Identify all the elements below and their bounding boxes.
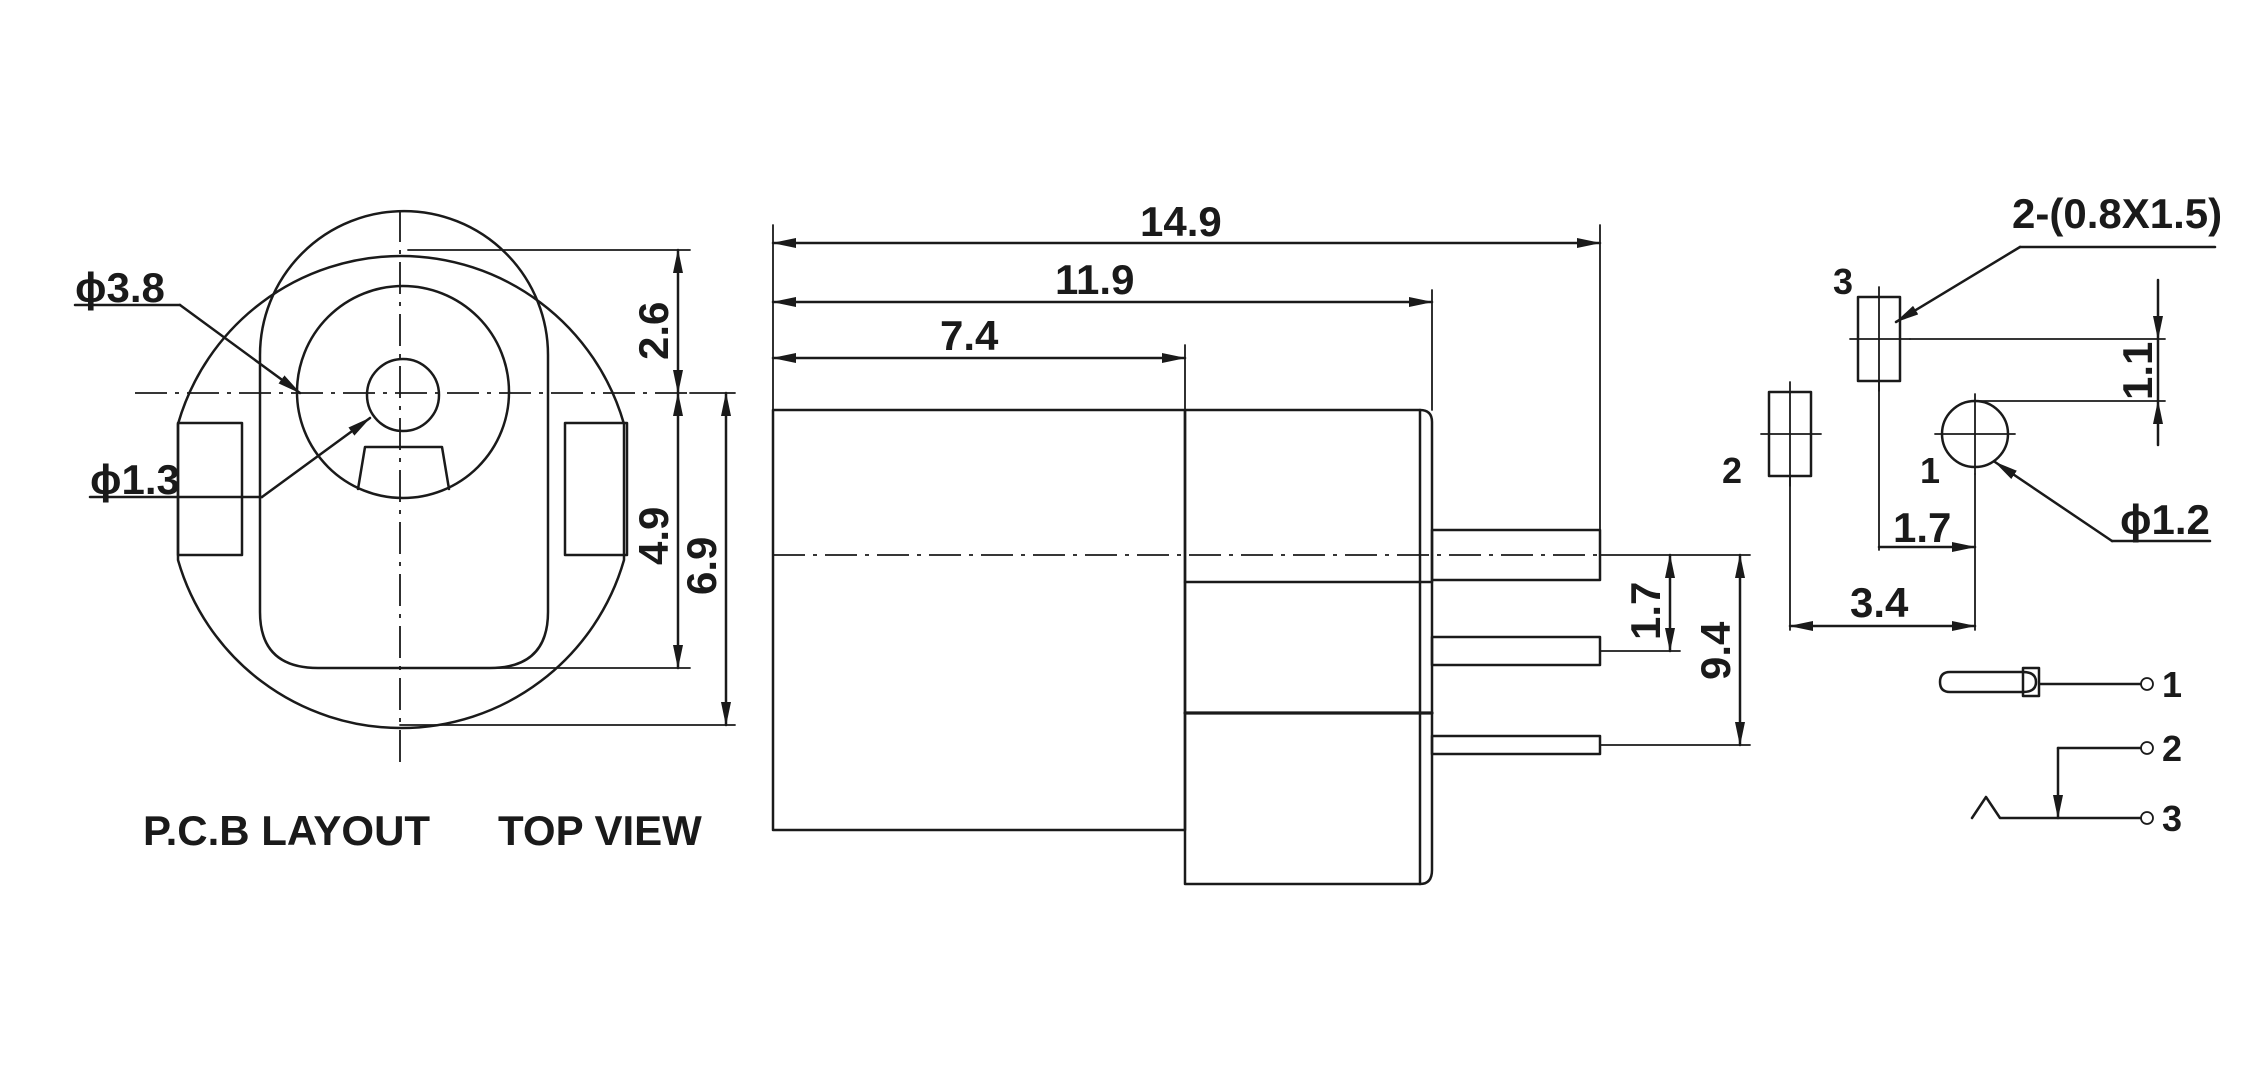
dim-4-9-label: 4.9 [630, 507, 677, 565]
front-view-socket-arc [295, 284, 511, 394]
schematic-terminal-2 [2140, 741, 2154, 755]
front-view-socket-arc-lower [295, 390, 511, 500]
dim-1-7-layout-label: 1.7 [1893, 504, 1951, 551]
schematic-label-3: 3 [2162, 798, 2182, 839]
jack-schematic-symbol: 1 2 3 [1938, 664, 2182, 839]
dim-7-4-label: 7.4 [940, 312, 999, 359]
right-mounting-tab [563, 421, 629, 557]
pcb-layout-caption: P.C.B LAYOUT [143, 807, 430, 854]
contact-spring [356, 445, 451, 491]
dim-1-1-label: 1.1 [2114, 342, 2161, 400]
dia-1-2-label: ϕ1.2 [2120, 496, 2210, 543]
front-view-inner-housing [258, 209, 550, 670]
pin-2-lead [1430, 635, 1602, 667]
dim-14-9-label: 14.9 [1140, 198, 1222, 245]
side-view-rear-body [771, 408, 1187, 832]
schematic-label-1: 1 [2162, 664, 2182, 705]
dia-3-8-leader [178, 303, 302, 395]
center-pin-circle [365, 357, 441, 433]
dia-1-3-leader [260, 416, 372, 499]
pin-hole-1-number: 1 [1920, 450, 1940, 491]
schematic-pin-shape [1938, 670, 2038, 694]
slot-spec-leader [1894, 245, 2022, 324]
schematic-terminal-1 [2140, 677, 2154, 691]
top-view-caption: TOP VIEW [498, 807, 702, 854]
schematic-terminal-3 [2140, 811, 2154, 825]
schematic-label-2: 2 [2162, 728, 2182, 769]
pin-3-lead [1430, 734, 1602, 756]
pcb-hole-layout: 2-(0.8X1.5) 1.1 1.7 3.4 ϕ1.2 3 2 1 [1722, 190, 2222, 631]
dim-3-4-label: 3.4 [1850, 579, 1909, 626]
front-view: ϕ3.8 ϕ1.3 2.6 4.9 6.9 [73, 209, 736, 765]
schematic-pin-collar [2021, 666, 2041, 698]
dim-1-7-side-label: 1.7 [1622, 582, 1669, 640]
dim-11-9-label: 11.9 [1055, 256, 1134, 303]
side-view-front-body [1183, 408, 1434, 886]
side-view: 14.9 11.9 7.4 1.7 9.4 [771, 198, 1751, 886]
slot-2-number: 2 [1722, 450, 1742, 491]
dia-3-8-label: ϕ3.8 [75, 264, 165, 311]
dim-9-4-label: 9.4 [1692, 621, 1739, 680]
dia-1-2-leader [1993, 460, 2114, 543]
schematic-wire-3 [1970, 795, 2142, 820]
dim-6-9-label: 6.9 [678, 537, 725, 595]
dim-2-6-label: 2.6 [630, 302, 677, 360]
slot-3-number: 3 [1833, 261, 1853, 302]
left-mounting-tab [176, 421, 244, 557]
dia-1-3-label: ϕ1.3 [90, 456, 180, 503]
slot-spec-label: 2-(0.8X1.5) [2012, 190, 2222, 237]
front-view-outer-body [176, 254, 626, 730]
